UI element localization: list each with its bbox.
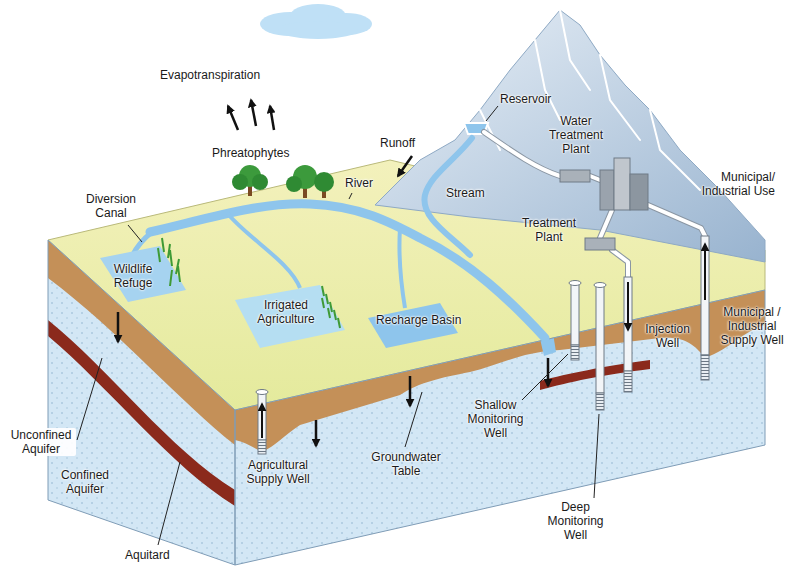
label: Phreatophytes bbox=[212, 146, 289, 160]
tree-canopy bbox=[232, 174, 248, 190]
label: Recharge Basin bbox=[376, 313, 461, 327]
label: Deep Monitoring Well bbox=[538, 500, 613, 542]
label: Evapotranspiration bbox=[160, 68, 260, 82]
leader-line bbox=[349, 193, 352, 199]
injection-arrow bbox=[627, 282, 629, 330]
tree-canopy bbox=[252, 174, 268, 190]
aquitard-band bbox=[48, 320, 235, 506]
aquifer-fill bbox=[40, 230, 240, 570]
label: River bbox=[345, 176, 373, 190]
label: Agricultural Supply Well bbox=[238, 458, 318, 486]
infiltration-arrow bbox=[547, 358, 550, 386]
soil-layer bbox=[235, 290, 765, 452]
tree-canopy bbox=[286, 176, 302, 192]
municipal-well-casing bbox=[701, 236, 709, 355]
aquifer-fill bbox=[230, 280, 770, 570]
label: Runoff bbox=[380, 136, 415, 150]
city-buildings bbox=[600, 158, 648, 210]
pipelines bbox=[484, 132, 705, 277]
wildlife-refuge bbox=[100, 246, 186, 302]
well-screen bbox=[596, 393, 604, 410]
evapotranspiration-arrow bbox=[228, 106, 238, 130]
label: Shallow Monitoring Well bbox=[458, 398, 533, 440]
block-edge bbox=[48, 240, 235, 565]
leader-line bbox=[522, 354, 568, 400]
wells bbox=[256, 236, 709, 454]
building bbox=[614, 158, 630, 210]
crops bbox=[322, 286, 340, 328]
infiltration-arrow bbox=[117, 312, 120, 342]
flow-arrows bbox=[118, 100, 705, 446]
left-cross-section bbox=[40, 230, 240, 570]
label: Irrigated Agriculture bbox=[246, 298, 326, 326]
label: Groundwater Table bbox=[366, 450, 446, 478]
leader-line bbox=[594, 414, 599, 498]
label: Reservoir bbox=[500, 92, 551, 106]
water-treatment-plant bbox=[560, 170, 590, 182]
pipe bbox=[484, 132, 705, 277]
leader-line bbox=[128, 225, 142, 242]
evapotranspiration-arrow bbox=[251, 100, 256, 126]
irrigated-field bbox=[235, 285, 345, 348]
well-screen bbox=[624, 371, 632, 392]
snow-ridges bbox=[480, 10, 700, 190]
reeds bbox=[158, 238, 180, 286]
well-cap bbox=[569, 281, 581, 286]
label: Municipal / Industrial Supply Well bbox=[716, 305, 788, 347]
river bbox=[150, 204, 545, 338]
leader-line bbox=[77, 358, 102, 440]
injection-well-casing bbox=[624, 277, 632, 371]
label: Diversion Canal bbox=[78, 192, 144, 220]
leader-line bbox=[158, 462, 180, 545]
label: Stream bbox=[446, 186, 485, 200]
irrigation-canal bbox=[228, 214, 300, 288]
label: Municipal/ Industrial Use bbox=[685, 170, 775, 198]
cloud bbox=[260, 4, 372, 39]
reed-stems bbox=[158, 238, 180, 286]
building bbox=[630, 174, 648, 210]
label: Water Treatment Plant bbox=[543, 114, 609, 156]
recharge-canal bbox=[399, 228, 405, 308]
evapotranspiration-arrow bbox=[270, 106, 274, 130]
well-screen bbox=[258, 440, 266, 454]
runoff-arrow bbox=[398, 156, 412, 176]
infiltration-arrow bbox=[315, 420, 318, 446]
label: Injection Well bbox=[640, 322, 695, 350]
right-cross-section bbox=[230, 280, 770, 570]
treatment-plant bbox=[585, 238, 615, 250]
leader-lines bbox=[77, 106, 599, 545]
building bbox=[600, 170, 614, 210]
deep-well-casing bbox=[596, 285, 604, 393]
well-cap bbox=[256, 390, 268, 395]
pumping-arrow bbox=[261, 404, 263, 438]
shallow-well-casing bbox=[571, 283, 579, 345]
leader-line bbox=[405, 392, 422, 447]
label: Confined Aquifer bbox=[55, 468, 115, 496]
pumping-arrow bbox=[704, 244, 706, 300]
well-screen bbox=[701, 355, 709, 380]
aquitard-band bbox=[540, 360, 650, 390]
leader-line bbox=[486, 106, 498, 121]
label: Wildlife Refuge bbox=[104, 262, 162, 290]
crop-rows bbox=[322, 286, 340, 328]
cloud-puff bbox=[278, 21, 358, 39]
phreatophyte-trees bbox=[232, 165, 334, 198]
label: Aquitard bbox=[125, 548, 170, 562]
pipe-outline bbox=[484, 132, 705, 277]
well-screen bbox=[571, 345, 579, 360]
infiltration-arrow bbox=[409, 376, 412, 406]
agricultural-well-casing bbox=[258, 392, 266, 440]
well-cap bbox=[594, 283, 606, 288]
label: Treatment Plant bbox=[518, 216, 580, 244]
tree-canopy bbox=[314, 172, 334, 192]
label: Unconfined Aquifer bbox=[6, 428, 76, 456]
mountains bbox=[375, 10, 765, 262]
